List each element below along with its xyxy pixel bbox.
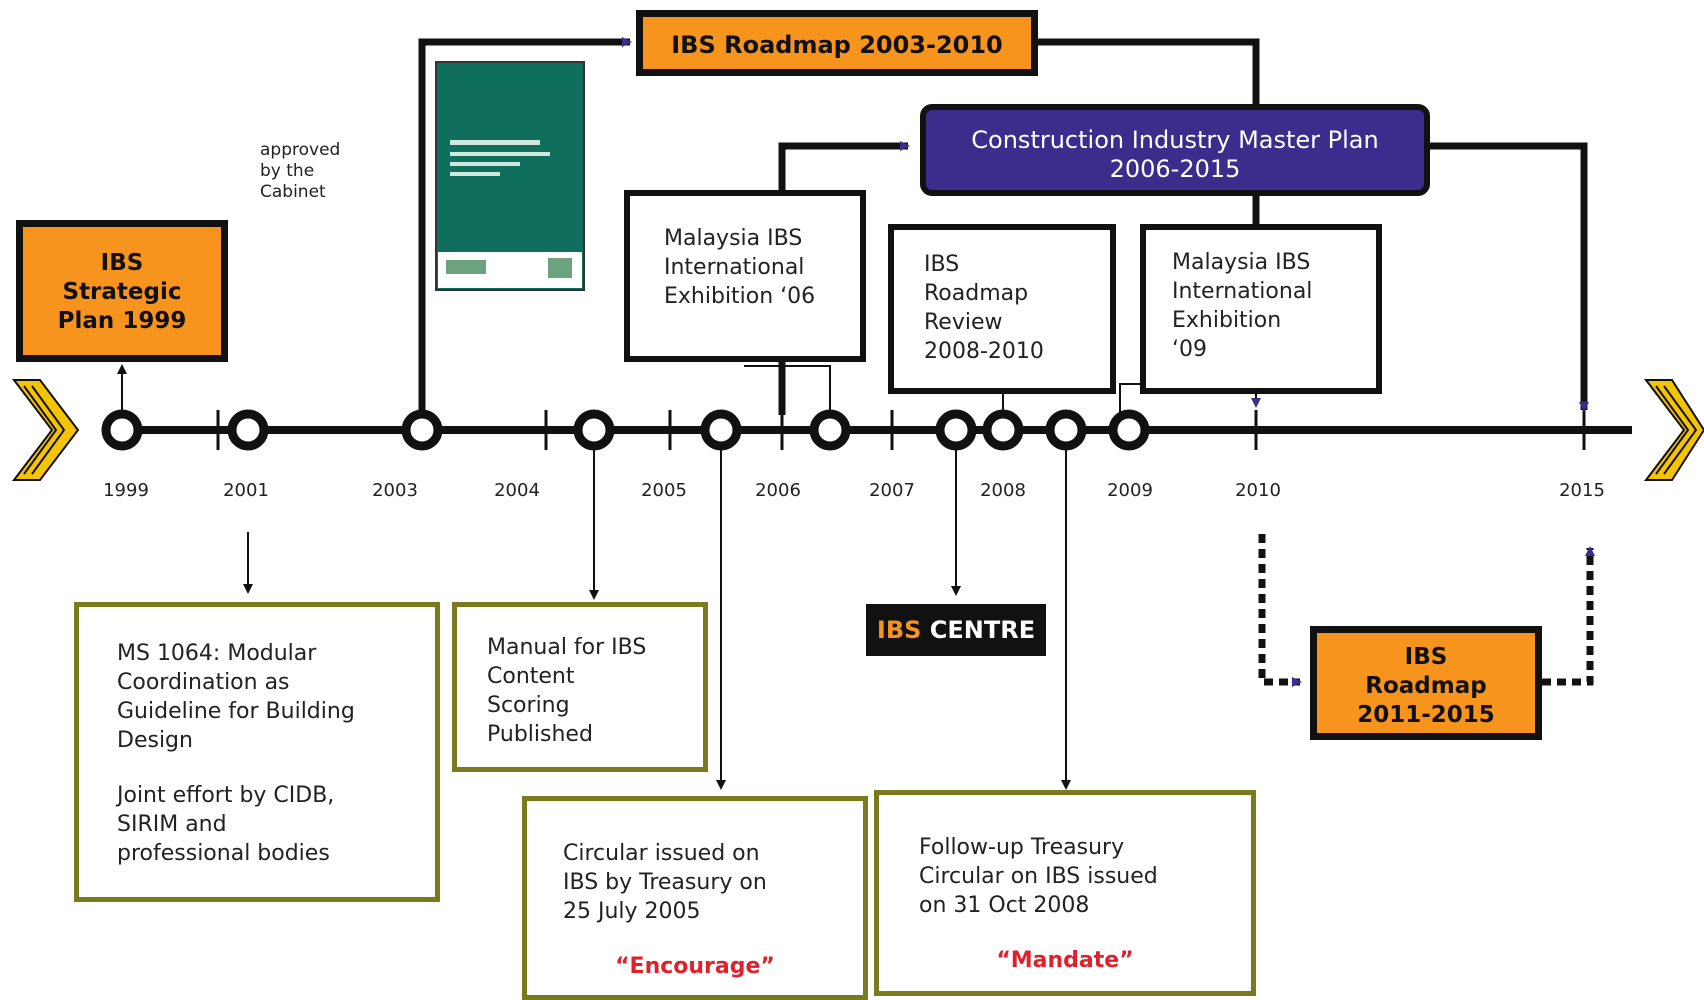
left-chevron-icon (11, 379, 80, 481)
node-2003 (401, 409, 443, 451)
circular-2008-keyword: “Mandate” (996, 948, 1134, 973)
ibs-centre-logo-part2: CENTRE (921, 616, 1036, 644)
node-2005 (700, 409, 742, 451)
node-2008b (1045, 409, 1087, 451)
dashed-roadmap-2015 (1542, 546, 1595, 686)
timeline-nodes (101, 409, 1150, 451)
year-label: 1999 (103, 480, 149, 501)
node-2007 (935, 409, 977, 451)
roadmap-2011-box: IBS Roadmap 2011-2015 (1310, 626, 1542, 740)
node-2008a (982, 409, 1024, 451)
circular-2005-text: Circular issued on IBS by Treasury on 25… (563, 841, 767, 924)
strategic-plan-box: IBS Strategic Plan 1999 (16, 220, 228, 362)
circular-2008-text: Follow-up Treasury Circular on IBS issue… (919, 835, 1158, 918)
year-label: 2004 (494, 480, 540, 501)
year-label: 2007 (869, 480, 915, 501)
timeline-ticks (216, 410, 1586, 450)
year-label: 2010 (1235, 480, 1281, 501)
year-label: 2015 (1559, 480, 1605, 501)
node-2009 (1108, 409, 1150, 451)
year-label: 2006 (755, 480, 801, 501)
year-label: 2008 (980, 480, 1026, 501)
year-label: 2009 (1107, 480, 1153, 501)
node-1999 (101, 409, 143, 451)
connector-2009-exhibition (1119, 383, 1144, 412)
ibs-centre-logo: IBS CENTRE (866, 604, 1046, 656)
circular-2008-box: Follow-up Treasury Circular on IBS issue… (874, 790, 1256, 996)
roadmap-2003-box: IBS Roadmap 2003-2010 (636, 10, 1038, 76)
dashed-2010-roadmap (1258, 534, 1302, 687)
ms1064-note: Joint effort by CIDB, SIRIM and professi… (117, 783, 335, 866)
year-label: 2005 (641, 480, 687, 501)
exhibition-06-box: Malaysia IBS International Exhibition ‘0… (624, 190, 866, 362)
approval-note: approved by the Cabinet (260, 140, 341, 202)
ibs-centre-logo-part1: IBS (876, 616, 922, 644)
manual-box: Manual for IBS Content Scoring Published (452, 602, 708, 772)
right-chevron-icon (1643, 379, 1704, 481)
connector-roadmap-cimp (1030, 38, 1260, 104)
roadmap-document-cover-image (435, 61, 585, 291)
ms1064-box: MS 1064: Modular Coordination as Guideli… (74, 602, 440, 902)
exhibition-09-box: Malaysia IBS International Exhibition ‘0… (1140, 224, 1382, 394)
connector-2003-roadmap (418, 37, 632, 430)
connector-2006-exhibition (744, 365, 831, 410)
year-label: 2001 (223, 480, 269, 501)
connector-cimp-2015 (1424, 142, 1589, 412)
roadmap-review-box: IBS Roadmap Review 2008-2010 (888, 224, 1116, 394)
circular-2005-keyword: “Encourage” (615, 954, 775, 979)
node-2006 (809, 409, 851, 451)
year-label: 2003 (372, 480, 418, 501)
circular-2005-box: Circular issued on IBS by Treasury on 25… (522, 796, 868, 1000)
ms1064-text: MS 1064: Modular Coordination as Guideli… (117, 641, 355, 753)
node-2004 (573, 409, 615, 451)
cimp-box: Construction Industry Master Plan 2006-2… (920, 104, 1430, 196)
node-2001 (227, 409, 269, 451)
